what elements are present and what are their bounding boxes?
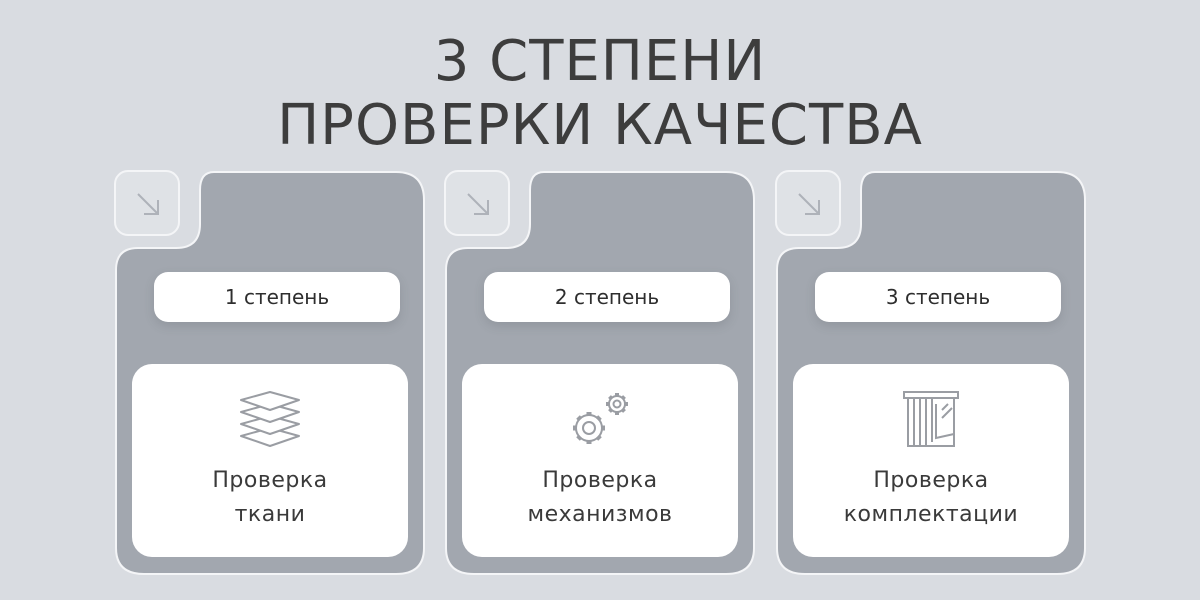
step-card-3: 3 степень Проверка комплектации: [775, 170, 1087, 576]
step-panel: Проверка механизмов: [462, 364, 738, 557]
step-label: Проверка ткани: [212, 468, 328, 527]
step-card-2: 2 степень Проверка механизмов: [444, 170, 756, 576]
step-card-1: 1 степень Проверка ткани: [114, 170, 426, 576]
page-title: 3 СТЕПЕНИ ПРОВЕРКИ КАЧЕСТВА: [0, 30, 1200, 158]
title-line-1: 3 СТЕПЕНИ: [433, 29, 767, 94]
title-line-2: ПРОВЕРКИ КАЧЕСТВА: [277, 93, 923, 158]
arrow-down-right-icon: [444, 170, 510, 236]
blinds-window-icon: [903, 391, 959, 447]
fabric-layers-icon: [240, 391, 300, 447]
step-panel: Проверка комплектации: [793, 364, 1069, 557]
step-badge: 3 степень: [815, 272, 1061, 322]
step-panel: Проверка ткани: [132, 364, 408, 557]
arrow-down-right-icon: [775, 170, 841, 236]
gears-icon: [573, 393, 628, 444]
step-badge: 2 степень: [484, 272, 730, 322]
step-label: Проверка комплектации: [843, 468, 1019, 527]
arrow-down-right-icon: [114, 170, 180, 236]
step-label: Проверка механизмов: [527, 468, 673, 527]
step-badge: 1 степень: [154, 272, 400, 322]
